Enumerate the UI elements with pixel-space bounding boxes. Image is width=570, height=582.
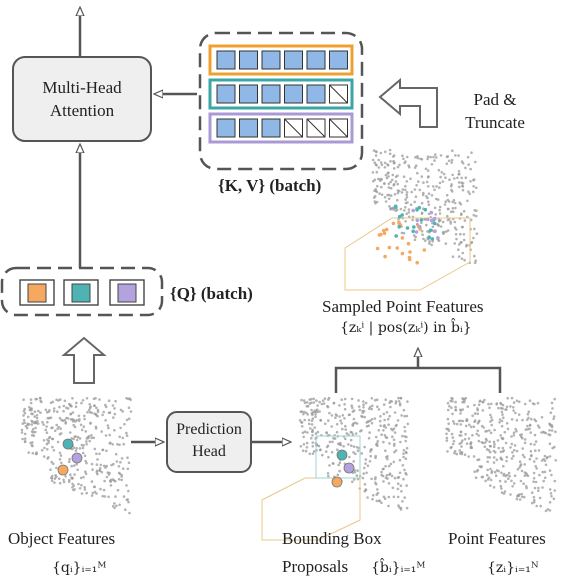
kv-token xyxy=(329,50,348,70)
q-token-orange xyxy=(27,283,47,303)
bbox-wire-orange xyxy=(261,477,361,541)
bbox-proposals-formula: {b̂ᵢ}ᵢ₌₁ᴹ xyxy=(371,560,426,576)
merge-bracket xyxy=(334,366,502,393)
bbox-wire-teal xyxy=(315,435,361,479)
sampled-bbox-wire xyxy=(344,217,471,291)
object-marker-purple xyxy=(71,452,83,464)
q-batch-label: {Q} (batch) xyxy=(170,284,253,303)
kv-token xyxy=(239,50,258,70)
object-features-label: Object Features xyxy=(8,529,116,548)
bbox-proposals-line1: Bounding Box xyxy=(282,529,382,548)
kv-batch-label: {K, V} (batch) xyxy=(218,176,322,195)
q-token-purple xyxy=(117,283,137,303)
kv-token xyxy=(306,84,326,104)
sampled-features-formula: {zₖⁱ | pos(zₖⁱ) in b̂ᵢ} xyxy=(340,320,472,336)
kv-token xyxy=(261,50,281,70)
point-cloud-layer xyxy=(20,148,557,541)
pad-truncate-label: Pad &Truncate xyxy=(465,90,525,132)
bbox-proposals-cloud xyxy=(298,396,410,511)
kv-token xyxy=(284,50,303,70)
kv-rows xyxy=(208,44,354,144)
object-to-q-arrow xyxy=(61,336,107,384)
kv-token xyxy=(284,84,303,104)
kv-token xyxy=(216,118,236,138)
bbox-marker-teal xyxy=(336,449,348,461)
kv-token xyxy=(239,118,258,138)
pad-truncate-arrow xyxy=(378,77,438,128)
point-features-cloud xyxy=(445,396,557,513)
kv-token xyxy=(216,84,236,104)
kv-token xyxy=(216,50,236,70)
point-features-formula: {zᵢ}ᵢ₌₁ᴺ xyxy=(487,560,539,576)
point-features-label: Point Features xyxy=(448,529,546,548)
kv-token xyxy=(306,50,326,70)
bbox-marker-purple xyxy=(343,462,355,474)
sampled-points-cloud xyxy=(371,148,479,265)
sampled-features-title: Sampled Point Features xyxy=(322,297,484,316)
kv-token xyxy=(261,84,281,104)
kv-token xyxy=(239,84,258,104)
attention-box xyxy=(12,56,152,142)
object-features-formula: {qᵢ}ᵢ₌₁ᴹ xyxy=(52,560,107,576)
object-marker-orange xyxy=(57,464,69,476)
kv-token xyxy=(261,118,281,138)
object-marker-teal xyxy=(62,438,74,450)
bbox-marker-orange xyxy=(331,476,343,488)
q-tokens xyxy=(19,279,145,306)
q-token-teal xyxy=(71,283,91,303)
bbox-proposals-line2: Proposals xyxy=(282,557,349,576)
